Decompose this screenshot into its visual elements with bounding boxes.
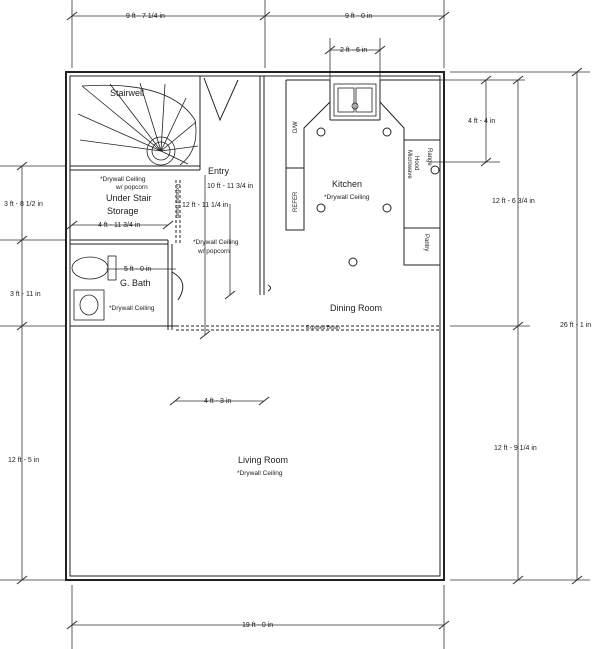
dim-sink-width: 2 ft - 6 in	[340, 47, 367, 54]
note-storage-ceiling-2: w/ popcorn	[115, 184, 148, 191]
label-microwave: Microwave	[406, 150, 412, 179]
room-entry: Entry	[208, 166, 230, 176]
dim-left-lower: 12 ft - 5 in	[8, 457, 39, 464]
dim-right-total: 26 ft - 1 in	[560, 322, 591, 329]
dim-bottom: 19 ft - 0 in	[242, 622, 273, 629]
dim-right-mid: 12 ft - 6 3/4 in	[492, 198, 535, 205]
toilet	[71, 255, 117, 281]
dim-entry-width: 10 ft - 11 3/4 in	[207, 183, 253, 190]
dim-left-upper: 3 ft - 8 1/2 in	[4, 201, 43, 208]
room-under-stair-1: Under Stair	[106, 193, 152, 203]
dim-bath-width: 5 ft - 0 in	[124, 266, 151, 273]
label-dishwasher: D/W	[293, 121, 299, 133]
bath-sink	[73, 289, 105, 321]
room-living: Living Room	[238, 455, 288, 465]
note-entry-ceiling: *Drywall Ceiling	[193, 239, 239, 246]
note-entry-ceiling-2: w/ popcorn	[197, 248, 230, 255]
dim-top-left: 9 ft - 7 1/4 in	[126, 13, 165, 20]
dim-hall-width: 4 ft - 3 in	[204, 398, 231, 405]
room-under-stair-2: Storage	[107, 206, 139, 216]
room-bath: G. Bath	[120, 278, 151, 288]
dim-left-mid: 3 ft - 11 in	[10, 291, 41, 298]
dim-right-lower: 12 ft - 9 1/4 in	[494, 445, 537, 452]
note-kitchen-ceiling: *Drywall Ceiling	[324, 194, 370, 201]
spiral-stair	[77, 82, 199, 166]
note-living-ceiling: *Drywall Ceiling	[237, 470, 283, 477]
label-pantry: Pantry	[423, 234, 429, 251]
label-range: Range	[426, 148, 432, 166]
dim-top-right: 9 ft - 0 in	[345, 13, 372, 20]
note-exposed-beam-entry: Exposed Beam	[174, 184, 180, 218]
note-exposed-beam: Exposed Beam	[306, 325, 340, 331]
label-refrigerator: REFER	[293, 191, 299, 212]
room-kitchen: Kitchen	[332, 179, 362, 189]
note-storage-ceiling: *Drywall Ceiling	[100, 176, 146, 183]
note-bath-ceiling: *Drywall Ceiling	[109, 305, 155, 312]
label-hood: Hood	[413, 156, 419, 170]
dim-entry-width-2: 12 ft - 11 1/4 in	[182, 202, 228, 209]
dim-right-upper: 4 ft - 4 in	[468, 118, 495, 125]
kitchen-sink	[333, 83, 377, 117]
room-stairwell: Stairwell	[110, 88, 144, 98]
room-dining: Dining Room	[330, 303, 382, 313]
dim-storage-width: 4 ft - 11 3/4 in	[98, 222, 140, 229]
light-fixtures	[316, 127, 440, 267]
